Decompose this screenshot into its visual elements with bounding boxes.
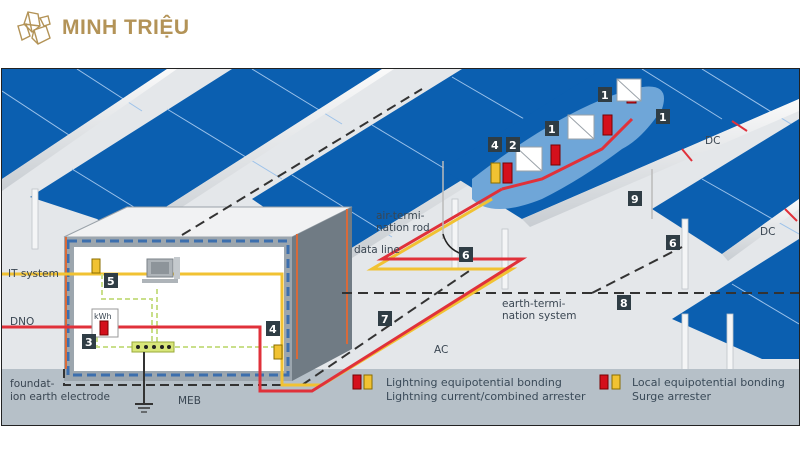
legend-lightning-bonding: Lightning equipotential bonding (386, 376, 562, 389)
surge-arrester-icon (91, 258, 101, 274)
marker-8: 8 (620, 297, 628, 310)
local-bonding-icon (599, 374, 609, 390)
lightning-bonding-icon (352, 374, 362, 390)
computer-icon (142, 257, 180, 283)
marker-3: 3 (85, 336, 93, 349)
pv-panel-row-6 (672, 239, 799, 359)
air-termination-label-1: air-termi- (376, 210, 425, 222)
legend: Lightning equipotential bonding Lightnin… (352, 374, 785, 403)
marker-5: 5 (107, 275, 115, 288)
foundation-label-1: foundat- (10, 378, 55, 390)
data-line-label: data line (354, 244, 400, 256)
local-bonding-icon (550, 144, 561, 166)
marker-4: 4 (269, 323, 277, 336)
ac-line (2, 117, 634, 393)
building (63, 206, 353, 381)
surge-arrester-icon (611, 374, 621, 390)
legend-local-bonding: Local equipotential bonding (632, 376, 785, 389)
marker-1: 1 (548, 123, 556, 136)
earth-termination-label-1: earth-termi- (502, 298, 566, 310)
surge-arrester-icon (490, 162, 501, 184)
marker-4: 4 (491, 139, 499, 152)
foundation-label-2: ion earth electrode (10, 391, 110, 403)
marker-6: 6 (462, 249, 470, 262)
earth-termination-label-2: nation system (502, 310, 577, 322)
number-markers: 1 1 1 4 2 9 6 6 8 7 4 5 3 (82, 87, 680, 349)
dc-marks (681, 120, 798, 222)
marker-7: 7 (381, 313, 389, 326)
marker-1: 1 (601, 89, 609, 102)
marker-2: 2 (509, 139, 517, 152)
earth-termination-lines (181, 88, 799, 386)
dc-label-1: DC (705, 135, 720, 147)
diagram-canvas: kWh 1 1 1 4 2 9 6 (2, 69, 799, 425)
marker-1: 1 (659, 111, 667, 124)
air-termination-label-2: nation rod (376, 222, 430, 234)
marker-6: 6 (669, 237, 677, 250)
meb-busbar (131, 341, 175, 413)
marker-9: 9 (631, 193, 639, 206)
dno-label: DNO (10, 316, 34, 328)
crystal-gem-icon (17, 11, 51, 45)
ac-label: AC (434, 344, 448, 356)
legend-surge-arrester: Surge arrester (632, 390, 711, 403)
it-system-label: IT system (8, 268, 59, 280)
dc-label-2: DC (760, 226, 775, 238)
brand-logo: MINH TRIỆU (14, 8, 190, 48)
inverters (515, 78, 642, 172)
kwh-label: kWh (94, 312, 112, 321)
lightning-arrester-icon (99, 320, 109, 336)
brand-name: MINH TRIỆU (62, 16, 190, 39)
legend-lightning-arrester: Lightning current/combined arrester (386, 390, 586, 403)
diagram-labels: IT system DNO foundat- ion earth electro… (8, 135, 775, 407)
foundation-earth-electrode (63, 369, 302, 386)
combined-arrester-icon (363, 374, 373, 390)
meb-label: MEB (178, 395, 201, 407)
surge-arrester-icon (273, 344, 283, 360)
pv-panel-row-5 (652, 119, 799, 261)
pv-panel-row-1 (2, 69, 177, 191)
pv-protection-diagram: kWh 1 1 1 4 2 9 6 (1, 68, 800, 426)
lightning-arrester-icon (502, 162, 513, 184)
local-bonding-icon (602, 114, 613, 136)
